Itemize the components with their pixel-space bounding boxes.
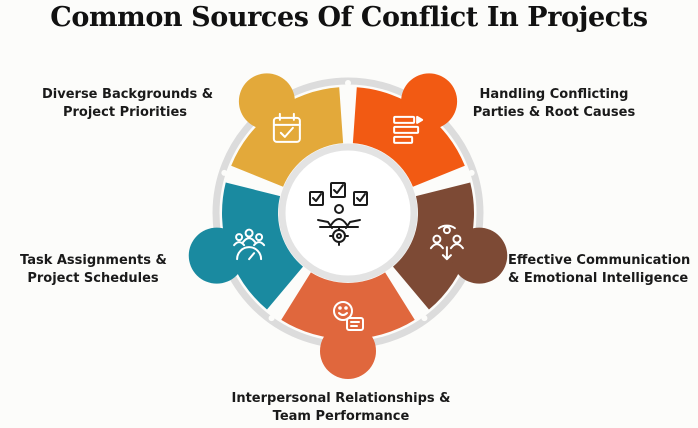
segment-0 bbox=[352, 73, 465, 187]
segment-gap-notch bbox=[268, 315, 275, 322]
label-diverse-backgrounds: Diverse Backgrounds & Project Priorities bbox=[42, 87, 214, 120]
label-task-assignments: Task Assignments & Project Schedules bbox=[20, 253, 167, 286]
segment-bump bbox=[238, 73, 295, 130]
diagram-title: Common Sources Of Conflict In Projects bbox=[50, 2, 648, 33]
center-hub bbox=[278, 143, 418, 283]
list-priorities-icon bbox=[393, 115, 424, 144]
segment-gap-notch bbox=[468, 169, 475, 176]
calendar-check-icon bbox=[272, 112, 301, 143]
chat-emotion-icon bbox=[333, 301, 364, 331]
segment-3 bbox=[188, 182, 304, 310]
team-performance-icon bbox=[233, 228, 266, 261]
segment-wedge bbox=[222, 182, 304, 310]
segment-2 bbox=[281, 272, 415, 379]
checklist-person-gear-icon bbox=[309, 182, 368, 246]
segment-bump bbox=[320, 323, 376, 379]
label-handling-conflicting-parties: Handling Conflicting Parties & Root Caus… bbox=[472, 87, 636, 120]
segment-1 bbox=[392, 182, 508, 310]
label-interpersonal-relationships: Interpersonal Relationships & Team Perfo… bbox=[231, 391, 451, 424]
segment-gap-notch bbox=[421, 315, 428, 322]
segment-gap-notch bbox=[221, 169, 228, 176]
segment-4 bbox=[231, 73, 344, 187]
segment-bump bbox=[451, 227, 508, 284]
segment-wedge bbox=[281, 272, 415, 339]
conflicting-parties-icon bbox=[429, 224, 464, 261]
label-effective-communication: Effective Communication & Emotional Inte… bbox=[508, 253, 691, 286]
segment-bump bbox=[401, 73, 458, 130]
segment-wedge bbox=[231, 87, 344, 187]
segment-bump bbox=[188, 227, 245, 284]
segment-gap-notch bbox=[345, 80, 351, 86]
